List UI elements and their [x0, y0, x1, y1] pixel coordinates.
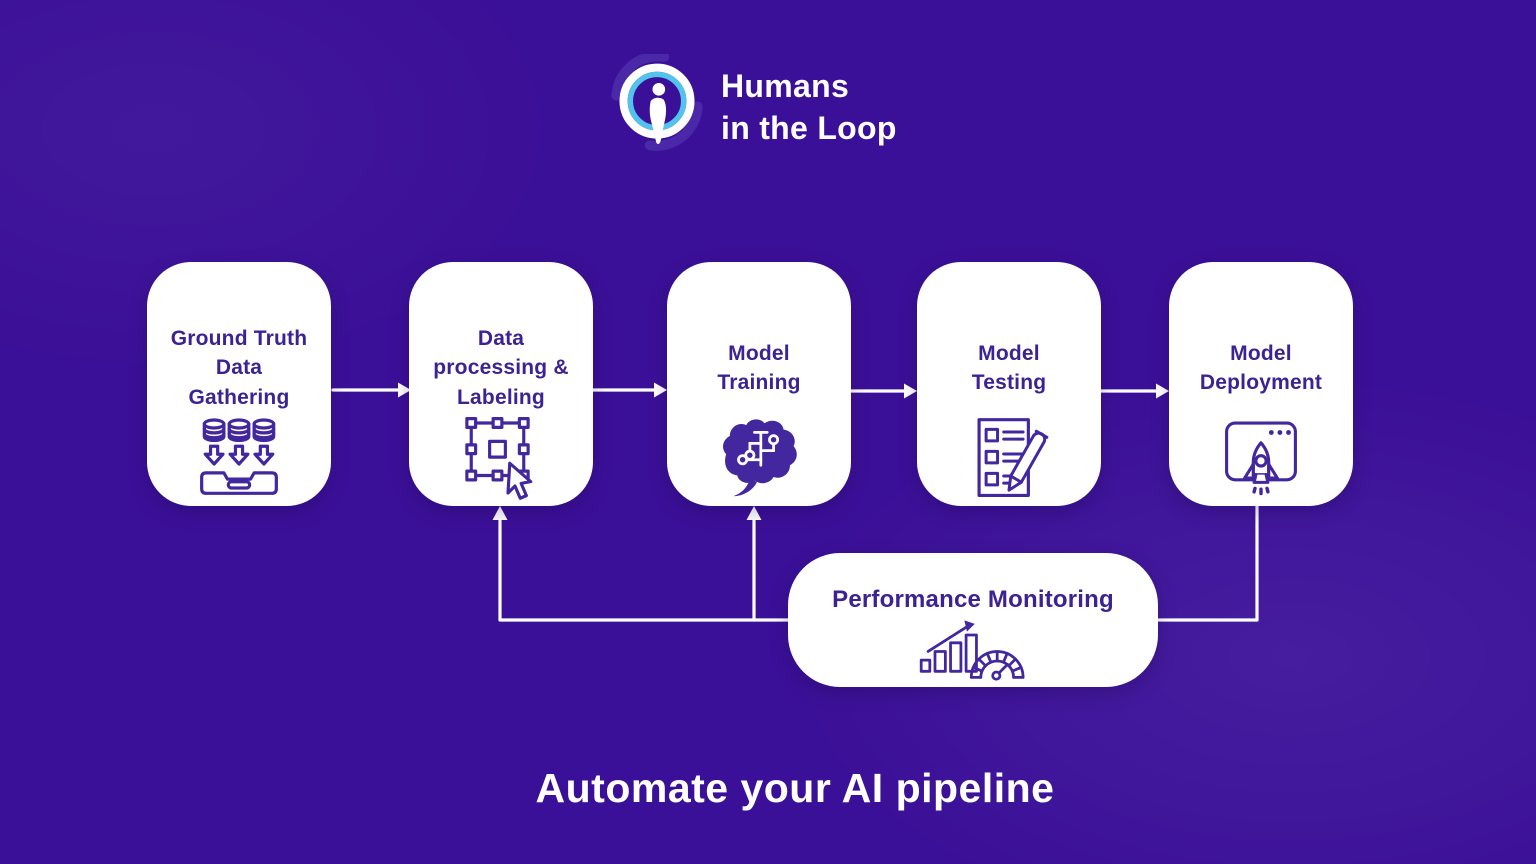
logo: Humans in the Loop — [610, 54, 897, 159]
gauge-growth-icon — [788, 615, 1158, 681]
step-title-line: Model — [728, 341, 790, 365]
step-model-deployment: Model Deployment — [1169, 262, 1353, 506]
step-ground-truth-data-gathering: Ground Truth Data Gathering — [147, 262, 331, 506]
ai-brain-icon — [667, 416, 851, 500]
performance-monitoring-card: Performance Monitoring — [788, 553, 1158, 687]
step-title-line: Model — [978, 341, 1040, 365]
step-title-line: Model — [1230, 341, 1292, 365]
step-title-line: Labeling — [457, 385, 545, 409]
databases-download-icon — [147, 416, 331, 500]
step-title: Data processing & Labeling — [409, 320, 593, 416]
step-title: Model Deployment — [1169, 320, 1353, 416]
arrowhead — [1156, 383, 1169, 399]
step-title-line: Data — [477, 326, 525, 350]
step-title-line: Gathering — [188, 385, 290, 409]
step-title: Ground Truth Data Gathering — [147, 320, 331, 416]
feedback-line-right — [1157, 504, 1259, 622]
arrowhead — [654, 382, 667, 398]
step-title: Model Training — [667, 320, 851, 416]
checklist-pen-icon — [917, 416, 1101, 500]
arrowhead-up — [746, 506, 762, 520]
humans-in-the-loop-logo-icon — [611, 54, 703, 151]
arrowhead-up — [492, 506, 508, 520]
brand-name: Humans in the Loop — [721, 65, 897, 149]
step-title-line: Testing — [971, 371, 1047, 394]
headline: Automate your AI pipeline — [535, 765, 1055, 812]
step-title-line: Training — [717, 371, 801, 394]
monitoring-label: Performance Monitoring — [832, 586, 1114, 613]
brand-line-1: Humans — [721, 67, 850, 104]
step-title-line: Data — [215, 356, 263, 380]
brand-line-2: in the Loop — [721, 109, 897, 146]
step-title-line: Ground Truth — [170, 326, 308, 350]
step-title: Model Testing — [917, 320, 1101, 416]
step-data-processing-labeling: Data processing & Labeling — [409, 262, 593, 506]
arrowhead — [904, 383, 917, 399]
step-model-training: Model Training — [667, 262, 851, 506]
step-title-line: processing & — [433, 356, 569, 380]
feedback-line-left — [498, 517, 790, 622]
selection-cursor-icon — [409, 416, 593, 500]
browser-rocket-icon — [1169, 416, 1353, 500]
step-model-testing: Model Testing — [917, 262, 1101, 506]
step-title-line: Deployment — [1199, 371, 1323, 394]
